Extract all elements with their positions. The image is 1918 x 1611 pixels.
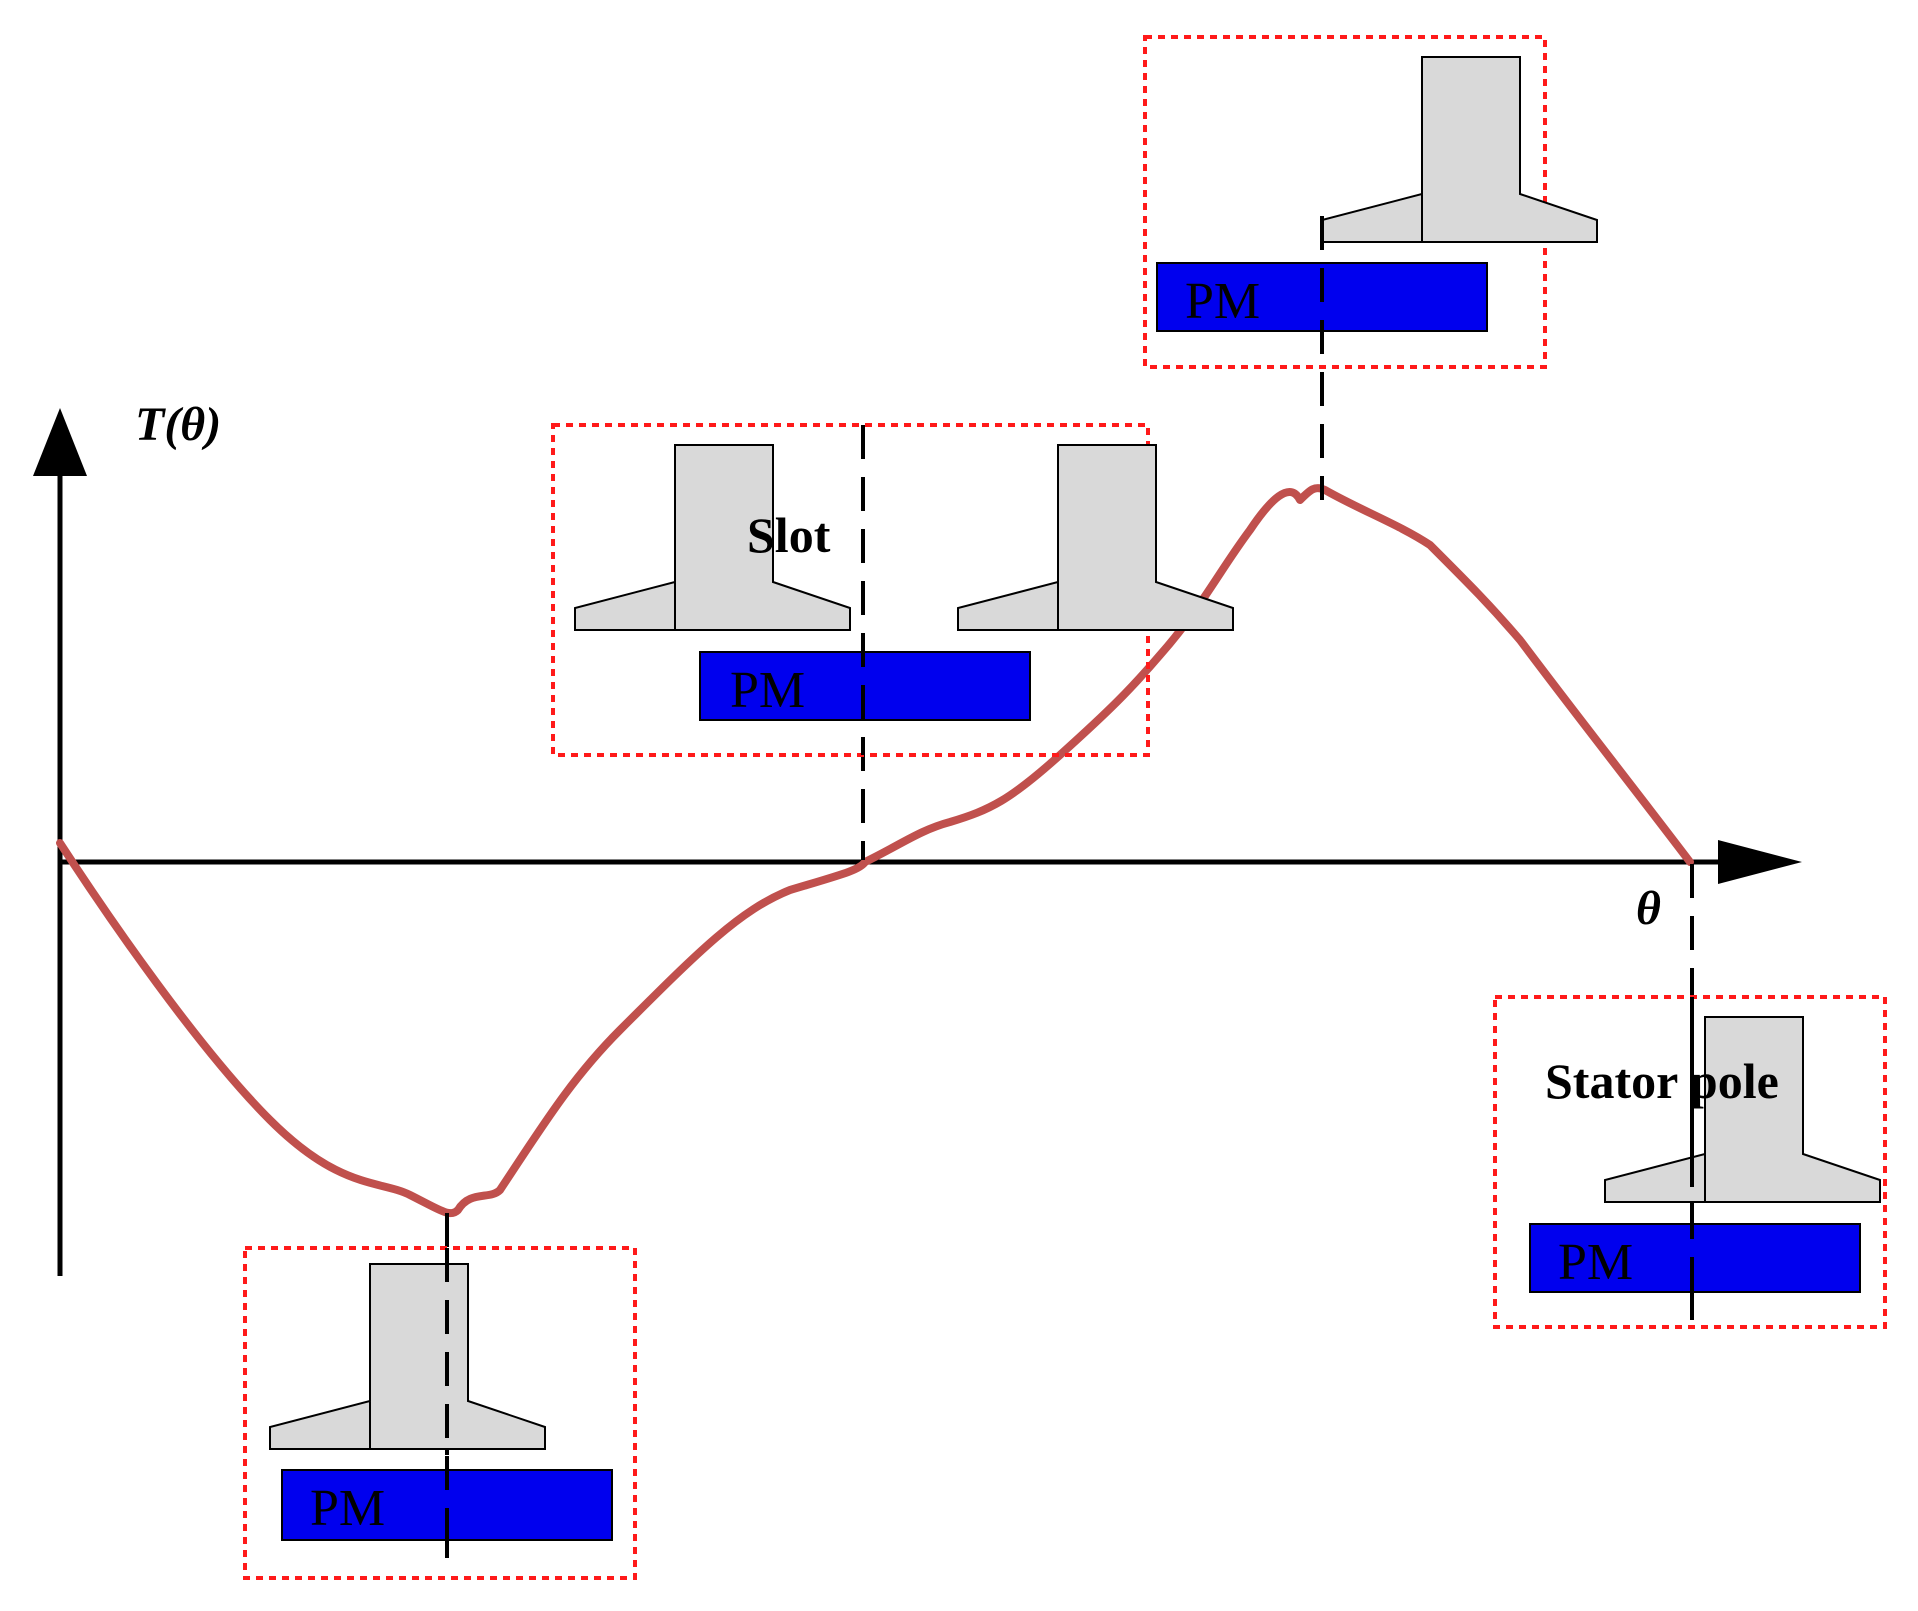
pm-label: PM xyxy=(310,1480,385,1537)
slot-label: Slot xyxy=(747,507,831,563)
pm-magnet xyxy=(1529,1223,1861,1293)
panel-min-torque: PM xyxy=(243,1246,637,1580)
panel-stator-pole: Stator pole PM xyxy=(1493,995,1887,1329)
tooth-icon xyxy=(1321,56,1598,243)
tooth-icon xyxy=(1604,1016,1881,1203)
pm-label: PM xyxy=(1558,1234,1633,1291)
y-axis-label: T(θ) xyxy=(135,398,221,451)
pm-label: PM xyxy=(1185,273,1260,330)
pm-label: PM xyxy=(730,662,805,719)
panel-slot: Slot PM xyxy=(551,423,1234,757)
x-axis-label: θ xyxy=(1636,882,1661,935)
y-axis-arrow-icon xyxy=(33,408,87,476)
axes: T(θ) θ xyxy=(33,398,1802,1276)
x-axis-arrow-icon xyxy=(1718,840,1802,884)
panel-max-torque: PM xyxy=(1143,35,1598,369)
tooth-icon-right xyxy=(957,444,1234,631)
tooth-icon xyxy=(269,1263,546,1450)
torque-curve xyxy=(56,484,1694,1218)
stator-pole-label: Stator pole xyxy=(1545,1053,1779,1109)
panel-frame xyxy=(243,1246,637,1580)
